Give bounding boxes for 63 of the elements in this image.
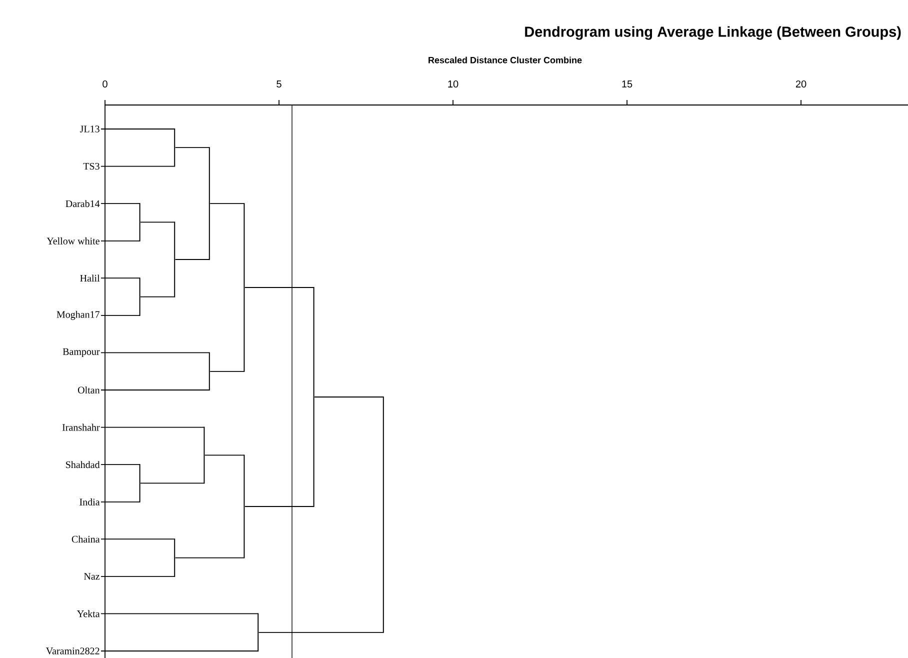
tree-line	[100, 278, 140, 279]
merge-line	[174, 128, 176, 167]
leaf-label: Oltan	[78, 386, 100, 394]
leaf-label: Shahdad	[66, 461, 100, 468]
merge-line	[174, 222, 176, 298]
leaf-label: Darab14	[66, 200, 100, 208]
tree-line	[140, 296, 176, 298]
leaf-label: Halil	[80, 274, 100, 282]
tree-line	[244, 506, 314, 507]
tree-line	[174, 557, 245, 558]
leaf-label: Varamin2822	[46, 648, 100, 654]
tree-line	[100, 501, 140, 502]
tree-line	[314, 396, 384, 398]
merge-line	[174, 538, 176, 577]
tree-line	[100, 426, 205, 428]
leaf-label: India	[80, 498, 100, 506]
merge-line	[208, 147, 210, 260]
tree-line	[100, 203, 140, 204]
leaf-label: Yellow white	[46, 237, 100, 244]
leaf-label: TS3	[83, 162, 100, 170]
tick-label: 5	[276, 80, 282, 88]
merge-line	[208, 352, 210, 391]
tree-line	[100, 650, 259, 652]
merge-line	[139, 464, 140, 502]
tree-line	[210, 203, 245, 204]
tree-line	[100, 240, 140, 242]
tree-line	[100, 538, 176, 540]
tree-line	[100, 314, 140, 316]
tree-line	[174, 259, 210, 260]
tree-line	[244, 287, 314, 288]
merge-line	[204, 426, 205, 484]
merge-line	[139, 278, 140, 316]
merge-line	[244, 454, 245, 558]
merge-line	[258, 613, 259, 652]
merge-line	[382, 396, 384, 633]
axis-title: Rescaled Distance Cluster Combine	[428, 56, 582, 64]
leaf-label: Chaina	[72, 536, 100, 543]
leaf-label: Moghan17	[56, 310, 100, 320]
tick-label: 20	[796, 80, 806, 88]
tick-label: 0	[102, 80, 108, 88]
tick-label: 15	[622, 80, 632, 88]
leaf-label: Bampour	[62, 348, 100, 358]
tree-line	[140, 222, 176, 223]
leaf-label: Iranshahr	[62, 424, 100, 431]
tree-line	[174, 147, 210, 148]
leaf-label: Naz	[84, 573, 100, 580]
leaf-label: JL13	[80, 126, 100, 132]
tree-line	[100, 613, 259, 614]
tree-line	[100, 576, 176, 577]
tree-line	[100, 166, 176, 167]
tree-line	[210, 370, 245, 372]
merge-line	[313, 286, 314, 508]
leaf-label: Yekta	[77, 610, 100, 618]
merge-line	[244, 203, 245, 372]
tree-line	[100, 352, 210, 354]
tree-line	[258, 632, 384, 633]
tree-line	[140, 482, 205, 484]
merge-line	[139, 203, 140, 242]
title: Dendrogram using Average Linkage (Between Groups)	[525, 26, 901, 40]
tree-line	[100, 128, 176, 130]
tree-line	[100, 464, 140, 466]
tree-line	[204, 454, 245, 456]
tick-label: 10	[448, 80, 458, 88]
